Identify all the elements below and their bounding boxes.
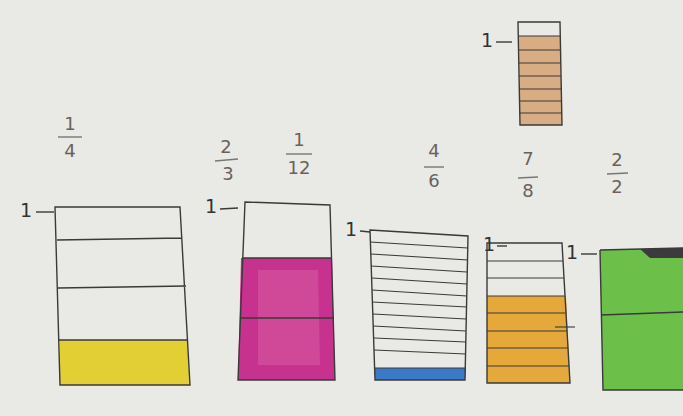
- unit-mark: 1: [566, 243, 578, 262]
- fraction-digit: 2: [611, 178, 622, 196]
- fraction-digit: 2: [611, 151, 622, 169]
- fraction-digit: 1: [293, 131, 304, 149]
- unit-mark: 1: [483, 235, 495, 254]
- unit-mark: 1: [205, 197, 217, 216]
- fraction-digit: 7: [522, 150, 533, 168]
- unit-mark: 1: [20, 201, 32, 220]
- fraction-digit: 12: [288, 159, 311, 177]
- fraction-digit: 4: [428, 142, 439, 160]
- fraction-digit: 1: [64, 115, 75, 133]
- unit-mark: 1: [345, 220, 357, 239]
- fraction-digit: 3: [222, 165, 233, 183]
- fraction-digit: 4: [64, 142, 75, 160]
- fraction-digit: 6: [428, 172, 439, 190]
- unit-mark: 1: [481, 31, 493, 50]
- fraction-digit: 8: [522, 182, 533, 200]
- fraction-digit: 2: [220, 138, 231, 156]
